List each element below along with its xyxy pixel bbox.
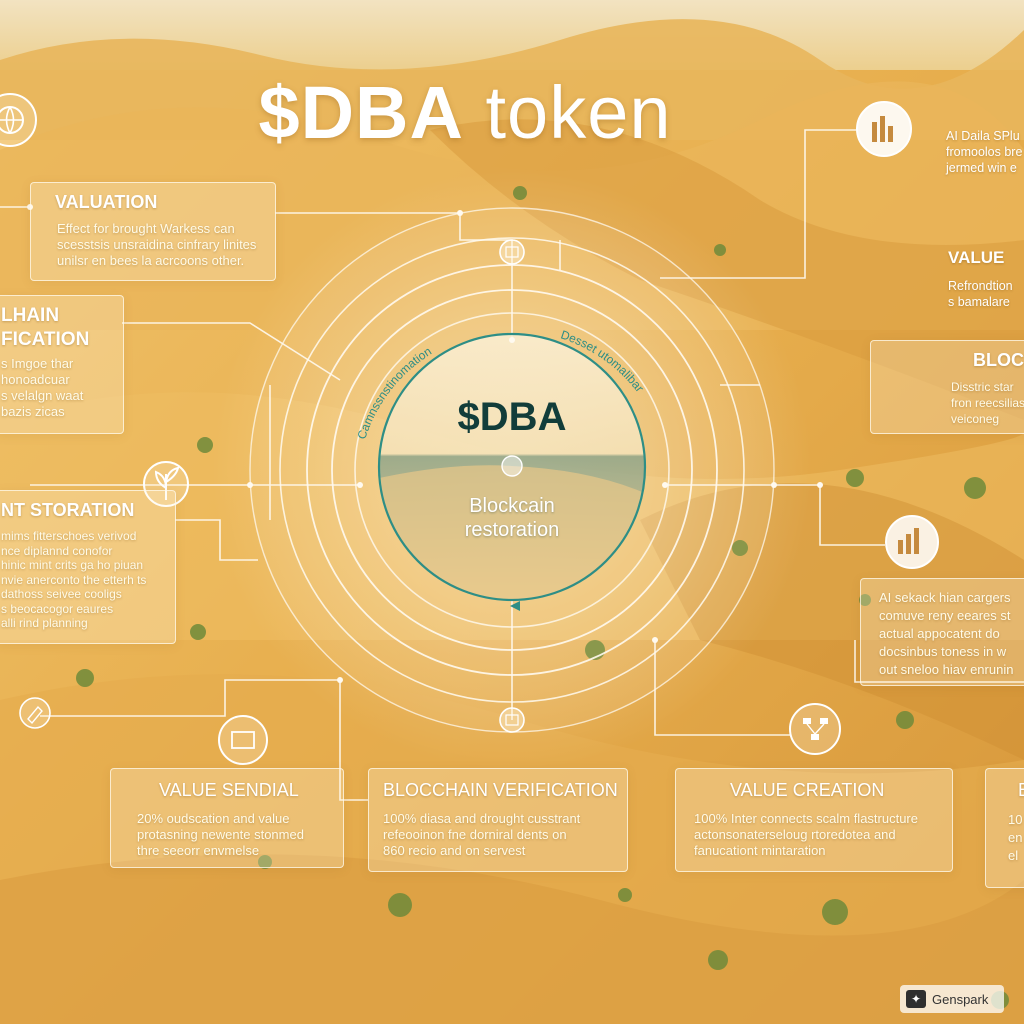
- ai-sekack-card-body: AI sekack hian cargers comuve reny eeare…: [879, 590, 1014, 677]
- center-title: $DBA: [457, 395, 567, 439]
- value-creation-card-title: VALUE CREATION: [730, 780, 885, 800]
- page-title: $DBA token: [0, 70, 930, 155]
- title-token-symbol: $DBA: [258, 71, 464, 154]
- value-right-title: VALUE: [948, 248, 1005, 267]
- genspark-logo-icon: ✦: [906, 990, 926, 1008]
- restoration-card-body: mims fitterschoes verivod nce diplannd c…: [1, 529, 147, 630]
- center-subtitle: Blockcain restoration: [464, 495, 560, 541]
- bloc-card-title: BLOC: [973, 350, 1024, 370]
- genspark-badge[interactable]: ✦ Genspark: [900, 985, 1004, 1013]
- valuation-card-body: Effect for brought Warkess can scesstsis…: [57, 221, 257, 268]
- value-sendial-card: VALUE SENDIAL 20% oudscation and value p…: [110, 768, 344, 868]
- value-sendial-card-title: VALUE SENDIAL: [159, 780, 299, 800]
- title-token-word: token: [485, 71, 672, 154]
- bottom-right-card: B 10 en el: [985, 768, 1024, 888]
- blockchain-verification-card-title: BLOCCHAIN VERIFICATION: [383, 780, 618, 800]
- chain-node-icon: [499, 707, 525, 733]
- valuation-card-title: VALUATION: [55, 192, 158, 212]
- chain-verification-card: LHAIN FICATION s Imgoe thar honoadcuar s…: [0, 295, 124, 434]
- value-sendial-card-body: 20% oudscation and value protasning newe…: [137, 811, 304, 858]
- blockchain-verification-card-body: 100% diasa and drought cusstrant refeooi…: [383, 811, 581, 858]
- valuation-card: VALUATION Effect for brought Warkess can…: [30, 182, 276, 281]
- value-creation-card: VALUE CREATION 100% Inter connects scalm…: [675, 768, 953, 872]
- chain-verification-card-body: s Imgoe thar honoadcuar s velalgn waat b…: [1, 356, 84, 419]
- chain-verification-card-title: LHAIN FICATION: [1, 305, 90, 350]
- ai-data-text: AI Daila SPlu fromoolos bre jermed win e: [946, 128, 1022, 176]
- value-creation-card-body: 100% Inter connects scalm flastructure a…: [694, 811, 918, 858]
- bar-chart-icon: [856, 101, 912, 157]
- chain-node-icon: [499, 239, 525, 265]
- genspark-label: Genspark: [932, 991, 989, 1007]
- value-right-block: VALUE Refrondtion s bamalare: [948, 248, 1013, 310]
- center-disc-outline: [377, 332, 647, 602]
- edit-check-icon: [19, 697, 51, 729]
- ring-nodes: [27, 204, 823, 683]
- globe-icon: [0, 93, 37, 147]
- restoration-card-title: NT STORATION: [1, 500, 135, 520]
- bloc-card-body: Disstric star fron reecsilias veiconeg: [951, 380, 1024, 426]
- sprout-icon: [143, 461, 189, 507]
- center-node-icon: [501, 455, 523, 477]
- restoration-card: NT STORATION mims fitterschoes verivod n…: [0, 490, 176, 644]
- desert-shrubs: [76, 186, 1009, 1009]
- ring-arrow-icon: [510, 601, 520, 611]
- scroll-icon: [218, 715, 268, 765]
- bar-chart-icon: [885, 515, 939, 569]
- network-icon: [789, 703, 841, 755]
- blockchain-verification-card: BLOCCHAIN VERIFICATION 100% diasa and dr…: [368, 768, 628, 872]
- bloc-card: BLOC Disstric star fron reecsilias veico…: [870, 340, 1024, 434]
- connector-lines: [0, 129, 1024, 801]
- value-right-body: Refrondtion s bamalare: [948, 279, 1013, 309]
- bottom-right-card-title: B: [1018, 780, 1024, 801]
- ai-data-text-body: AI Daila SPlu fromoolos bre jermed win e: [946, 129, 1023, 175]
- bottom-right-card-body: 10 en el: [1008, 812, 1023, 863]
- ai-sekack-card: AI sekack hian cargers comuve reny eeare…: [860, 578, 1024, 686]
